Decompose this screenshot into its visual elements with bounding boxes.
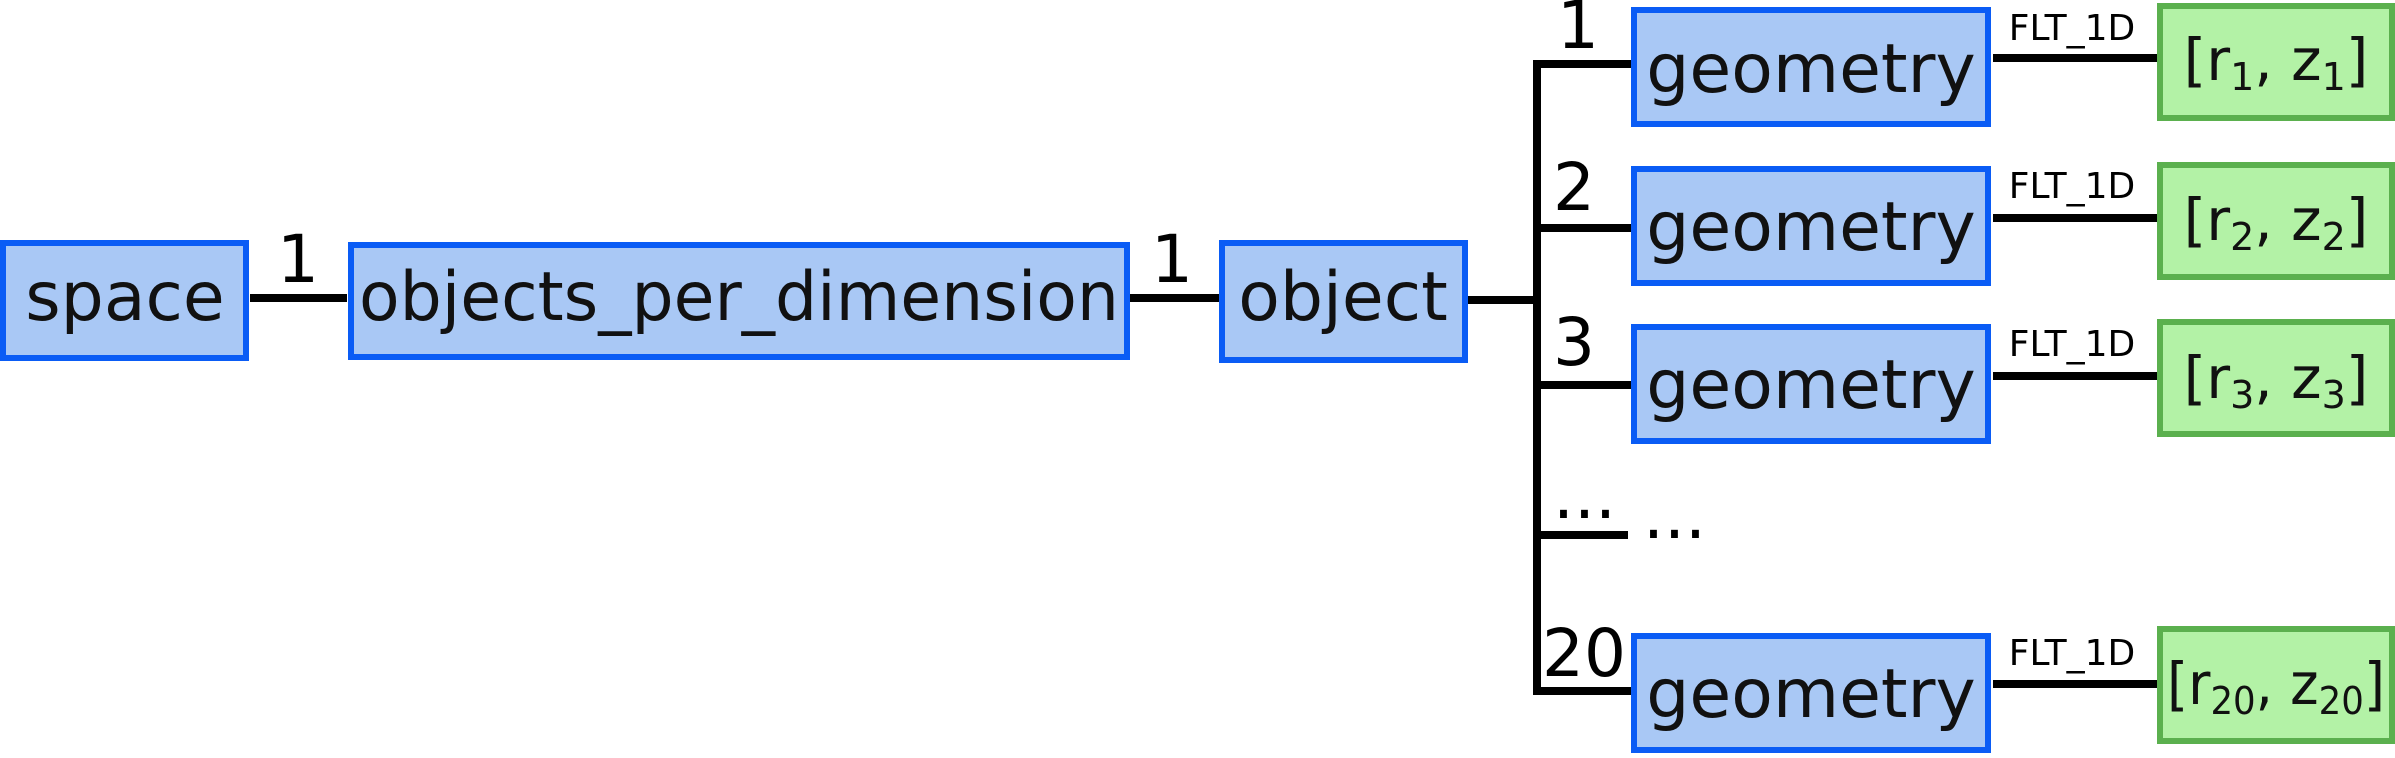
- node-geometry-1-label: geometry: [1646, 30, 1976, 109]
- branch-index-ellipsis: ...: [1553, 457, 1616, 534]
- node-leaf-1: [r1, z1]: [2157, 3, 2395, 121]
- node-geometry-3: geometry: [1631, 324, 1991, 444]
- branch-index-1: 1: [1557, 0, 1599, 64]
- node-objects-per-dimension-label: objects_per_dimension: [359, 258, 1119, 337]
- type-label-3: FLT_1D: [2009, 324, 2135, 365]
- node-leaf-3: [r3, z3]: [2157, 319, 2395, 437]
- node-object-label: object: [1238, 258, 1448, 337]
- branch-ellipsis: ...: [1643, 477, 1706, 554]
- node-geometry-20-label: geometry: [1646, 655, 1976, 734]
- node-space-label: space: [25, 258, 224, 337]
- node-objects-per-dimension: objects_per_dimension: [348, 242, 1130, 360]
- node-leaf-1-label: [r1, z1]: [2184, 26, 2369, 99]
- node-leaf-2: [r2, z2]: [2157, 162, 2395, 280]
- type-label-1: FLT_1D: [2009, 8, 2135, 49]
- node-leaf-20: [r20, z20]: [2157, 626, 2395, 744]
- edge-label-space-opd: 1: [277, 221, 319, 298]
- node-geometry-1: geometry: [1631, 7, 1991, 127]
- node-leaf-3-label: [r3, z3]: [2184, 344, 2369, 417]
- node-geometry-3-label: geometry: [1646, 346, 1976, 425]
- node-geometry-2-label: geometry: [1646, 188, 1976, 267]
- branch-index-20: 20: [1542, 615, 1626, 692]
- branch-index-2: 2: [1553, 149, 1595, 226]
- node-geometry-2: geometry: [1631, 166, 1991, 286]
- node-space: space: [0, 240, 249, 361]
- node-object: object: [1219, 240, 1468, 363]
- node-leaf-2-label: [r2, z2]: [2184, 186, 2369, 259]
- type-label-20: FLT_1D: [2009, 633, 2135, 674]
- edge-label-opd-object: 1: [1151, 221, 1193, 298]
- node-geometry-20: geometry: [1631, 633, 1991, 753]
- branch-index-3: 3: [1553, 304, 1595, 381]
- type-label-2: FLT_1D: [2009, 166, 2135, 207]
- node-leaf-20-label: [r20, z20]: [2167, 650, 2385, 723]
